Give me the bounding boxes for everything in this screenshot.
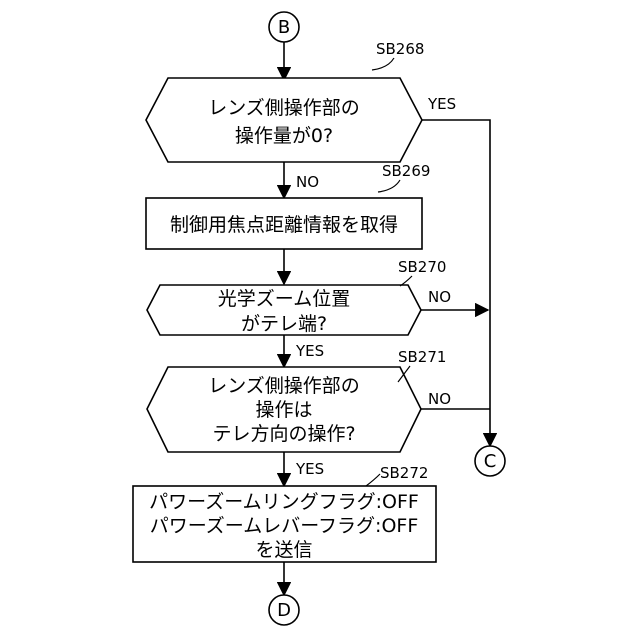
process-sb269: 制御用焦点距離情報を取得 (146, 198, 422, 249)
sb268-text-line1: レンズ側操作部の (208, 97, 360, 119)
sb270-no-label: NO (428, 288, 451, 306)
sb271-ref: SB271 (398, 348, 446, 366)
sb270-yes-label: YES (295, 342, 324, 360)
decision-sb271: レンズ側操作部の 操作は テレ方向の操作? (147, 367, 421, 452)
sb269-ref-leader (378, 180, 400, 192)
sb272-text-line2: パワーズームレバーフラグ:OFF (150, 515, 419, 537)
sb271-text-line3: テレ方向の操作? (212, 423, 355, 445)
connector-b-label: B (278, 17, 290, 38)
decision-sb268: レンズ側操作部の 操作量が0? (146, 78, 422, 162)
sb272-text-line3: を送信 (255, 539, 312, 561)
sb270-text-line1: 光学ズーム位置 (218, 288, 350, 310)
sb271-yes-label: YES (295, 460, 324, 478)
connector-c: C (475, 446, 505, 476)
sb272-ref: SB272 (380, 464, 428, 482)
sb269-text: 制御用焦点距離情報を取得 (170, 214, 398, 236)
sb271-text-line2: 操作は (255, 399, 312, 421)
sb271-no-label: NO (428, 390, 451, 408)
connector-d-label: D (277, 600, 291, 621)
sb270-text-line2: がテレ端? (241, 313, 327, 335)
sb272-text-line1: パワーズームリングフラグ:OFF (149, 491, 419, 513)
connector-d: D (269, 595, 299, 625)
sb268-no-label: NO (296, 173, 319, 191)
sb269-ref: SB269 (382, 162, 430, 180)
sb268-ref-leader (372, 58, 394, 70)
sb271-text-line1: レンズ側操作部の (208, 375, 360, 397)
decision-sb270: 光学ズーム位置 がテレ端? (147, 285, 421, 335)
sb270-ref: SB270 (398, 258, 446, 276)
sb272-ref-leader (366, 474, 380, 486)
sb268-ref: SB268 (376, 40, 424, 58)
sb268-text-line2: 操作量が0? (235, 125, 333, 147)
process-sb272: パワーズームリングフラグ:OFF パワーズームレバーフラグ:OFF を送信 (133, 486, 436, 562)
connector-b: B (269, 12, 299, 42)
sb268-yes-label: YES (427, 95, 456, 113)
connector-c-label: C (484, 451, 497, 472)
